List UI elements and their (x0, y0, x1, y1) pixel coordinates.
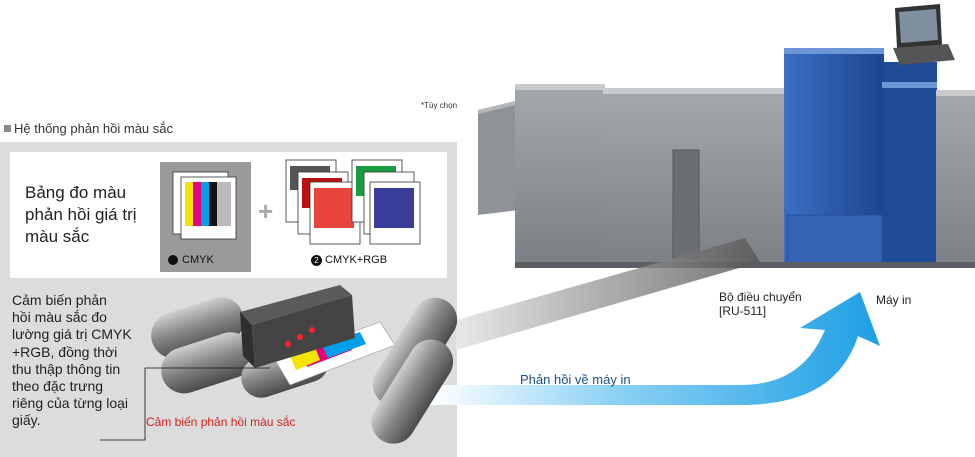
bullet-square-icon (4, 125, 11, 132)
cmyk-label: CMYK (168, 254, 214, 266)
sensor-desc-line: theo đặc trưng (12, 378, 104, 395)
chart-title-line-1: Bảng đo màu (25, 183, 127, 202)
sensor-desc-line: giấy. (12, 412, 41, 429)
section-title: Hệ thống phản hồi màu sắc (4, 121, 173, 136)
transfer-unit-label: Bộ điều chuyển [RU-511] (719, 290, 802, 318)
sensor-desc-line: lường giá trị CMYK (12, 326, 132, 343)
sensor-desc-line: Cảm biến phản (12, 292, 107, 308)
feedback-arrow (430, 292, 880, 405)
printer-illustration (478, 4, 975, 268)
number-badge-icon: 2 (311, 254, 322, 266)
sensor-desc-line: +RGB, đồng thời (12, 343, 118, 360)
sensor-description: Cảm biến phản hồi màu sắc đo lường giá t… (12, 292, 147, 430)
chart-title-line-2: phản hồi giá trị (25, 205, 137, 224)
optional-note: *Tùy chọn (421, 101, 458, 110)
chart-title-line-3: màu sắc (25, 227, 90, 246)
rgb-label: 2 CMYK+RGB (311, 254, 387, 266)
sensor-callout-line (100, 367, 270, 441)
cmyk-chart-sheets (172, 171, 237, 240)
sensor-assembly (151, 285, 458, 444)
sensor-label: Cảm biến phản hồi màu sắc (146, 415, 296, 429)
cmyk-label-text: CMYK (182, 254, 214, 266)
rgb-chart-sheets (285, 159, 421, 245)
plus-sign: + (258, 196, 274, 226)
rgb-label-text: CMYK+RGB (325, 254, 388, 266)
sensor-desc-line: thu thập thông tin (12, 360, 121, 377)
bullet-circle-icon (168, 255, 178, 265)
printer-label: Máy in (876, 293, 912, 307)
sensor-desc-line: hồi màu sắc đo (12, 309, 107, 326)
chart-title: Bảng đo màu phản hồi giá trị màu sắc (25, 182, 155, 248)
section-title-text: Hệ thống phản hồi màu sắc (14, 121, 173, 136)
feedback-label: Phản hồi về máy in (520, 372, 631, 387)
transfer-label-line-2: [RU-511] (719, 304, 767, 318)
transfer-label-line-1: Bộ điều chuyển (719, 290, 802, 304)
feedback-beam (456, 238, 760, 350)
sensor-desc-line: riêng của từng loại (12, 395, 128, 412)
